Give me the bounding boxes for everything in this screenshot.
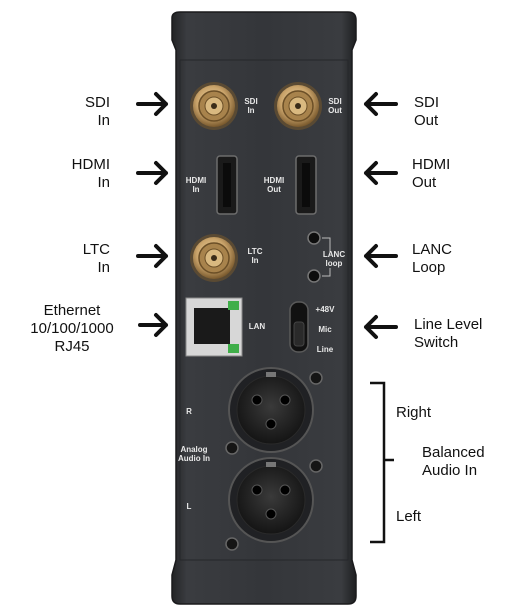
panel-label-lanc-line2: loop	[325, 259, 343, 268]
panel-label-hdmi-out-line1: HDMI	[263, 176, 285, 185]
callout-hdmi-out-line1: HDMI	[412, 156, 451, 173]
callout-sdi-out: SDI Out	[414, 94, 474, 130]
callout-right: Right	[396, 404, 432, 421]
xlr-left-connector	[228, 457, 314, 543]
lanc-loop-jacks	[307, 231, 331, 283]
panel-label-lan: LAN	[248, 322, 266, 331]
panel-label-mic: Mic	[318, 325, 332, 334]
lan-port	[185, 297, 243, 357]
panel-label-ltc-in-line1: LTC	[247, 247, 263, 256]
callout-sdi-in: SDI In	[62, 94, 110, 130]
callout-hdmi-in: HDMI In	[52, 156, 110, 192]
callout-hdmi-out-line2: Out	[412, 174, 437, 191]
ltc-in-connector	[190, 234, 238, 282]
panel-label-r: R	[186, 407, 192, 416]
hdmi-out-port	[295, 155, 317, 215]
hdmi-in-port	[216, 155, 238, 215]
callout-left: Left	[396, 508, 422, 525]
panel-label-ltc-in: LTC In	[240, 247, 270, 265]
callout-lanc-line2: Loop	[412, 259, 446, 276]
panel-label-ltc-in-line2: In	[251, 256, 259, 265]
panel-inset	[179, 59, 349, 561]
callout-arrows	[136, 92, 398, 339]
callout-line-switch-line2: Switch	[414, 334, 459, 351]
callout-lanc-line1: LANC	[412, 241, 453, 258]
panel-label-sdi-out-line1: SDI	[328, 97, 342, 106]
panel-label-hdmi-out: HDMI Out	[256, 176, 292, 194]
callout-lanc-loop: LANC Loop	[412, 241, 482, 277]
callout-balanced-line1: Balanced	[422, 444, 485, 461]
panel-label-hdmi-in-line1: HDMI	[185, 176, 207, 185]
callout-hdmi-in-line1: HDMI	[71, 156, 110, 173]
panel-label-sdi-in-line1: SDI	[244, 97, 258, 106]
callout-sdi-out-line2: Out	[414, 112, 439, 129]
xlr-right-connector	[228, 367, 314, 453]
callout-sdi-out-line1: SDI	[414, 94, 440, 111]
panel-label-analog-line1: Analog	[180, 445, 208, 454]
panel-label-sdi-out-line2: Out	[328, 106, 342, 115]
panel-label-hdmi-out-line2: Out	[267, 185, 281, 194]
panel-label-sdi-out: SDI Out	[320, 97, 350, 115]
sdi-out-connector	[274, 82, 322, 130]
panel-label-sdi-in-line2: In	[247, 106, 255, 115]
panel-label-lanc-line1: LANC	[322, 250, 346, 259]
sdi-in-connector	[190, 82, 238, 130]
callout-ethernet-line1: Ethernet	[43, 302, 101, 319]
callout-ltc-in-line2: In	[97, 259, 110, 276]
callout-line-level-switch: Line Level Switch	[414, 316, 504, 352]
callout-ltc-in-line1: LTC	[82, 241, 110, 258]
panel-label-analog-line2: Audio In	[178, 454, 210, 463]
panel-screws	[225, 371, 323, 551]
arrow-ltc-in	[136, 244, 168, 268]
arrow-hdmi-in	[136, 161, 168, 185]
callout-ethernet-line3: RJ45	[54, 338, 90, 355]
arrow-sdi-in	[136, 92, 168, 116]
panel-label-line: Line	[316, 345, 334, 354]
panel-label-lanc-loop: LANC loop	[318, 250, 350, 268]
panel-label-hdmi-in-line2: In	[192, 185, 200, 194]
line-level-switch	[289, 301, 309, 353]
callout-line-switch-line1: Line Level	[414, 316, 483, 333]
callout-ethernet: Ethernet 10/100/1000 RJ45	[22, 302, 122, 356]
panel-label-sdi-in: SDI In	[236, 97, 266, 115]
arrow-sdi-out	[364, 92, 398, 116]
arrow-lanc-loop	[364, 244, 398, 268]
audio-bracket	[370, 381, 394, 544]
callout-balanced-audio-in: Balanced Audio In	[422, 444, 508, 480]
arrow-ethernet	[138, 313, 168, 337]
callout-hdmi-in-line2: In	[97, 174, 110, 191]
callout-hdmi-out: HDMI Out	[412, 156, 482, 192]
callout-sdi-in-line1: SDI	[84, 94, 110, 111]
panel-label-48v: +48V	[315, 305, 335, 314]
callout-ethernet-line2: 10/100/1000	[30, 320, 114, 337]
panel-label-l: L	[186, 502, 192, 511]
arrow-hdmi-out	[364, 161, 398, 185]
callout-ltc-in: LTC In	[62, 241, 110, 277]
panel-label-hdmi-in: HDMI In	[178, 176, 214, 194]
callout-balanced-line2: Audio In	[422, 462, 478, 479]
callout-sdi-in-line2: In	[97, 112, 110, 129]
panel-label-analog-audio-in: Analog Audio In	[174, 445, 214, 463]
arrow-line-switch	[364, 315, 398, 339]
